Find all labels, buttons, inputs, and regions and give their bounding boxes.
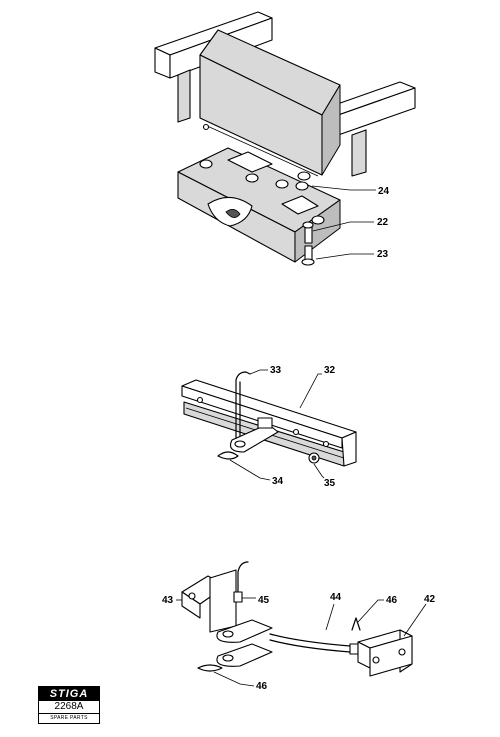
- stiga-logo: STIGA: [39, 687, 99, 701]
- callout-44: 44: [330, 592, 342, 603]
- callout-23: 23: [377, 249, 389, 260]
- callout-46-upper: 46: [386, 595, 398, 606]
- bottom-assembly: 43 45 44 46 42 46: [162, 561, 436, 692]
- callout-34: 34: [272, 476, 284, 487]
- diagram-code: 2268A: [39, 701, 99, 714]
- stiga-badge: STIGA 2268A SPARE PARTS: [38, 686, 100, 724]
- callout-43: 43: [162, 595, 174, 606]
- spare-parts-label: SPARE PARTS: [50, 715, 88, 721]
- callout-22: 22: [377, 217, 389, 228]
- callout-45: 45: [258, 595, 270, 606]
- callout-35: 35: [324, 478, 336, 489]
- top-assembly: 24 22 23: [154, 11, 416, 266]
- callout-42: 42: [424, 594, 436, 605]
- callout-24: 24: [378, 186, 390, 197]
- middle-assembly: 33 32 34 35: [181, 365, 357, 489]
- callout-32: 32: [324, 365, 336, 376]
- callout-33: 33: [270, 365, 282, 376]
- callout-46-lower: 46: [256, 681, 268, 692]
